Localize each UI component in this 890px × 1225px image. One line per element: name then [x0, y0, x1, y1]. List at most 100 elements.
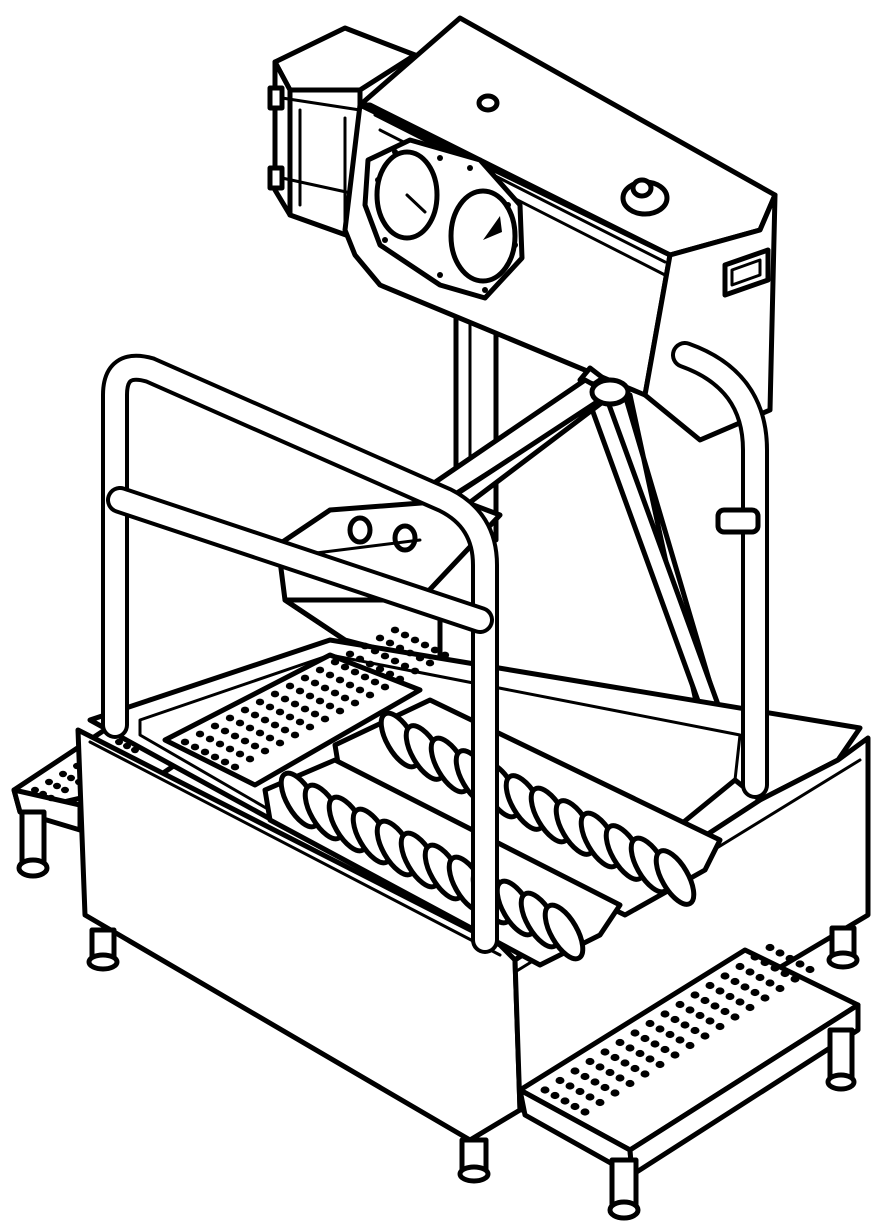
step-hole — [585, 1093, 595, 1101]
grate-hole — [380, 652, 390, 660]
grate-hole — [325, 702, 335, 710]
step-hole — [610, 1053, 620, 1062]
grate-hole — [325, 671, 335, 679]
grate-hole — [260, 716, 270, 724]
grate-hole — [395, 644, 405, 652]
step-hole — [640, 1034, 650, 1043]
grate-hole — [370, 678, 380, 686]
step-hole — [655, 1060, 665, 1069]
step-hole — [770, 964, 780, 972]
grate-hole — [335, 676, 345, 684]
step-hole — [31, 786, 39, 794]
step-hole — [620, 1059, 630, 1067]
grate-hole — [200, 748, 210, 756]
motor-box — [267, 25, 418, 243]
grate-hole — [280, 695, 290, 703]
step-hole — [640, 1070, 650, 1078]
step-hole — [625, 1079, 635, 1088]
grate-hole — [355, 686, 365, 694]
grate-hole — [425, 659, 435, 667]
step-hole — [610, 1089, 620, 1097]
grate-hole — [420, 641, 430, 649]
grate-hole — [330, 658, 340, 666]
step-hole — [750, 988, 760, 997]
step-hole — [805, 965, 815, 974]
step-hole — [680, 1021, 690, 1029]
grate-hole — [300, 674, 310, 682]
grate-hole — [315, 697, 325, 705]
step-hole — [615, 1038, 625, 1047]
step-hole — [675, 1036, 685, 1044]
step-hole — [645, 1055, 655, 1063]
grate-hole — [240, 706, 250, 714]
grate-hole — [235, 750, 245, 758]
step-hole — [720, 1007, 730, 1016]
step-hole — [670, 1051, 680, 1059]
step-hole — [595, 1063, 605, 1071]
step-hole — [570, 1067, 580, 1075]
step-hole — [670, 1015, 680, 1024]
grate-hole — [255, 698, 265, 706]
grate-hole — [365, 660, 375, 668]
grate-hole — [305, 692, 315, 700]
grate-hole — [195, 730, 205, 738]
grate-hole — [210, 753, 220, 761]
grate-hole — [330, 689, 340, 697]
step-hole — [690, 991, 700, 999]
step-hole — [600, 1048, 610, 1056]
step-hole — [795, 960, 805, 968]
step-hole — [123, 742, 131, 750]
step-hole — [540, 1086, 550, 1094]
step-hole — [635, 1049, 645, 1058]
step-hole — [665, 1030, 675, 1039]
step-hole — [565, 1082, 575, 1090]
grate-hole — [225, 714, 235, 722]
step-hole — [715, 987, 725, 995]
sole-brush-front — [262, 757, 623, 968]
step-hole — [715, 1022, 725, 1031]
arm-linkage — [409, 365, 738, 733]
step-hole — [760, 994, 770, 1002]
grate-hole — [385, 639, 395, 647]
step-hole — [690, 1026, 700, 1035]
grate-hole — [285, 713, 295, 721]
grate-hole — [275, 739, 285, 747]
grate-hole — [235, 719, 245, 727]
grate-hole — [365, 691, 375, 699]
step-hole — [575, 1087, 585, 1096]
step-hole — [61, 786, 69, 794]
grate-hole — [320, 715, 330, 723]
step-hole — [675, 1000, 685, 1009]
step-hole — [745, 1003, 755, 1012]
grate-hole — [310, 679, 320, 687]
step-hole — [785, 954, 795, 963]
perforated-grate — [162, 626, 450, 788]
grate-hole — [245, 755, 255, 763]
grate-hole — [400, 662, 410, 670]
grate-hole — [245, 724, 255, 732]
step-hole — [555, 1076, 565, 1085]
grate-hole — [415, 654, 425, 662]
step-hole — [765, 943, 775, 952]
grate-hole — [410, 636, 420, 644]
step-hole — [765, 979, 775, 987]
grate-hole — [305, 723, 315, 731]
step-hole — [700, 996, 710, 1005]
step-hole — [655, 1025, 665, 1033]
step-right — [517, 943, 861, 1221]
grate-hole — [250, 742, 260, 750]
step-hole — [53, 782, 61, 790]
grate-hole — [340, 663, 350, 671]
grate-hole — [230, 763, 240, 771]
step-hole — [660, 1010, 670, 1018]
step-hole — [775, 949, 785, 957]
step-hole — [725, 992, 735, 1001]
gauge-left — [374, 149, 440, 241]
grate-hole — [270, 721, 280, 729]
grate-hole — [230, 732, 240, 740]
step-hole — [615, 1074, 625, 1082]
step-hole — [39, 790, 47, 798]
grate-hole — [220, 758, 230, 766]
step-hole — [580, 1108, 590, 1116]
